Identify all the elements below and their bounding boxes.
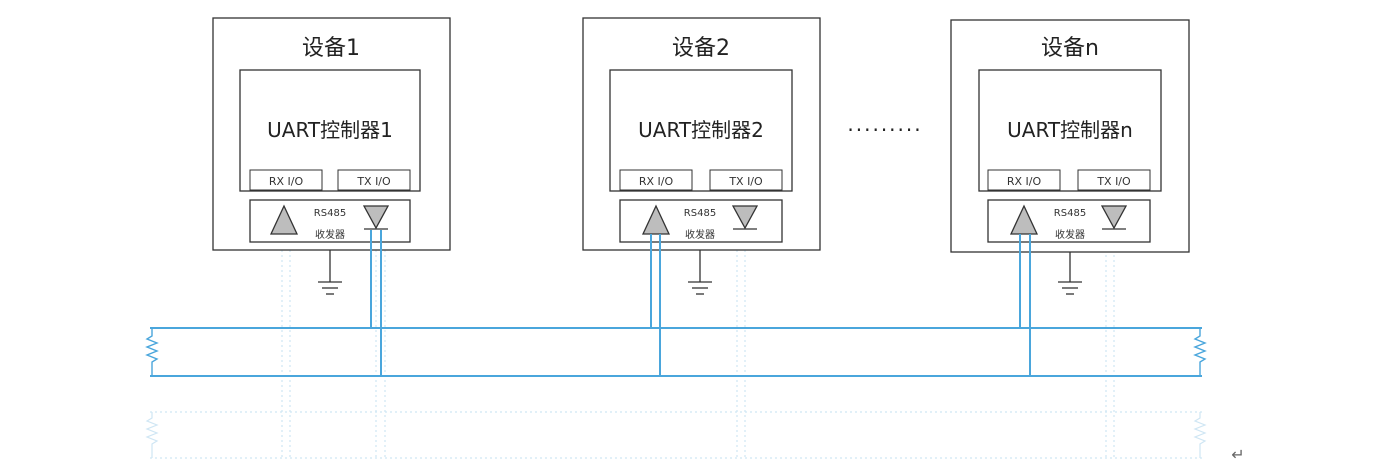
rx-port	[619, 169, 693, 191]
device-1: 设备1 UART控制器1 RX I/O TX I/O RS485 收发器	[212, 17, 451, 376]
transceiver-label-line1: RS485	[684, 208, 716, 219]
transceiver-label-line2: 收发器	[1055, 228, 1085, 241]
transceiver-label-line1: RS485	[314, 208, 346, 219]
termination-resistor-right	[1193, 328, 1207, 376]
ground-icon	[1058, 252, 1082, 295]
tx-port	[337, 169, 411, 191]
rx-port	[987, 169, 1061, 191]
receiver-buffer-icon	[641, 204, 671, 235]
driver-buffer-icon	[362, 205, 390, 230]
uart-controller-label: UART控制器2	[638, 118, 764, 142]
faint-lower-bus	[145, 250, 1207, 460]
rs485-bus	[145, 327, 1207, 377]
tx-port	[709, 169, 783, 191]
device-2: 设备2 UART控制器2 RX I/O TX I/O RS485 收发器	[582, 17, 821, 376]
receiver-buffer-icon	[269, 204, 299, 235]
rx-port-label: RX I/O	[269, 175, 304, 188]
return-mark: ↵	[1231, 445, 1244, 464]
receiver-buffer-icon	[1009, 204, 1039, 235]
ground-icon	[688, 250, 712, 295]
ellipsis: ·········	[847, 118, 922, 142]
uart-controller-label: UART控制器n	[1007, 118, 1133, 142]
device-title: 设备2	[672, 36, 730, 61]
rx-port-label: RX I/O	[1007, 175, 1042, 188]
transceiver-label-line1: RS485	[1054, 208, 1086, 219]
tx-port-label: TX I/O	[356, 175, 391, 188]
transceiver-label-line2: 收发器	[315, 228, 345, 241]
device-title: 设备n	[1041, 36, 1099, 61]
device-title: 设备1	[302, 36, 360, 61]
driver-buffer-icon	[731, 205, 759, 230]
tx-port-label: TX I/O	[728, 175, 763, 188]
ground-icon	[318, 250, 342, 295]
tx-port-label: TX I/O	[1096, 175, 1131, 188]
device-n: 设备n UART控制器n RX I/O TX I/O RS485 收发器	[950, 19, 1190, 376]
rx-port	[249, 169, 323, 191]
termination-resistor-left	[145, 328, 159, 376]
tx-port	[1077, 169, 1151, 191]
transceiver-label-line2: 收发器	[685, 228, 715, 241]
rx-port-label: RX I/O	[639, 175, 674, 188]
driver-buffer-icon	[1100, 205, 1128, 230]
uart-controller-label: UART控制器1	[267, 118, 393, 142]
